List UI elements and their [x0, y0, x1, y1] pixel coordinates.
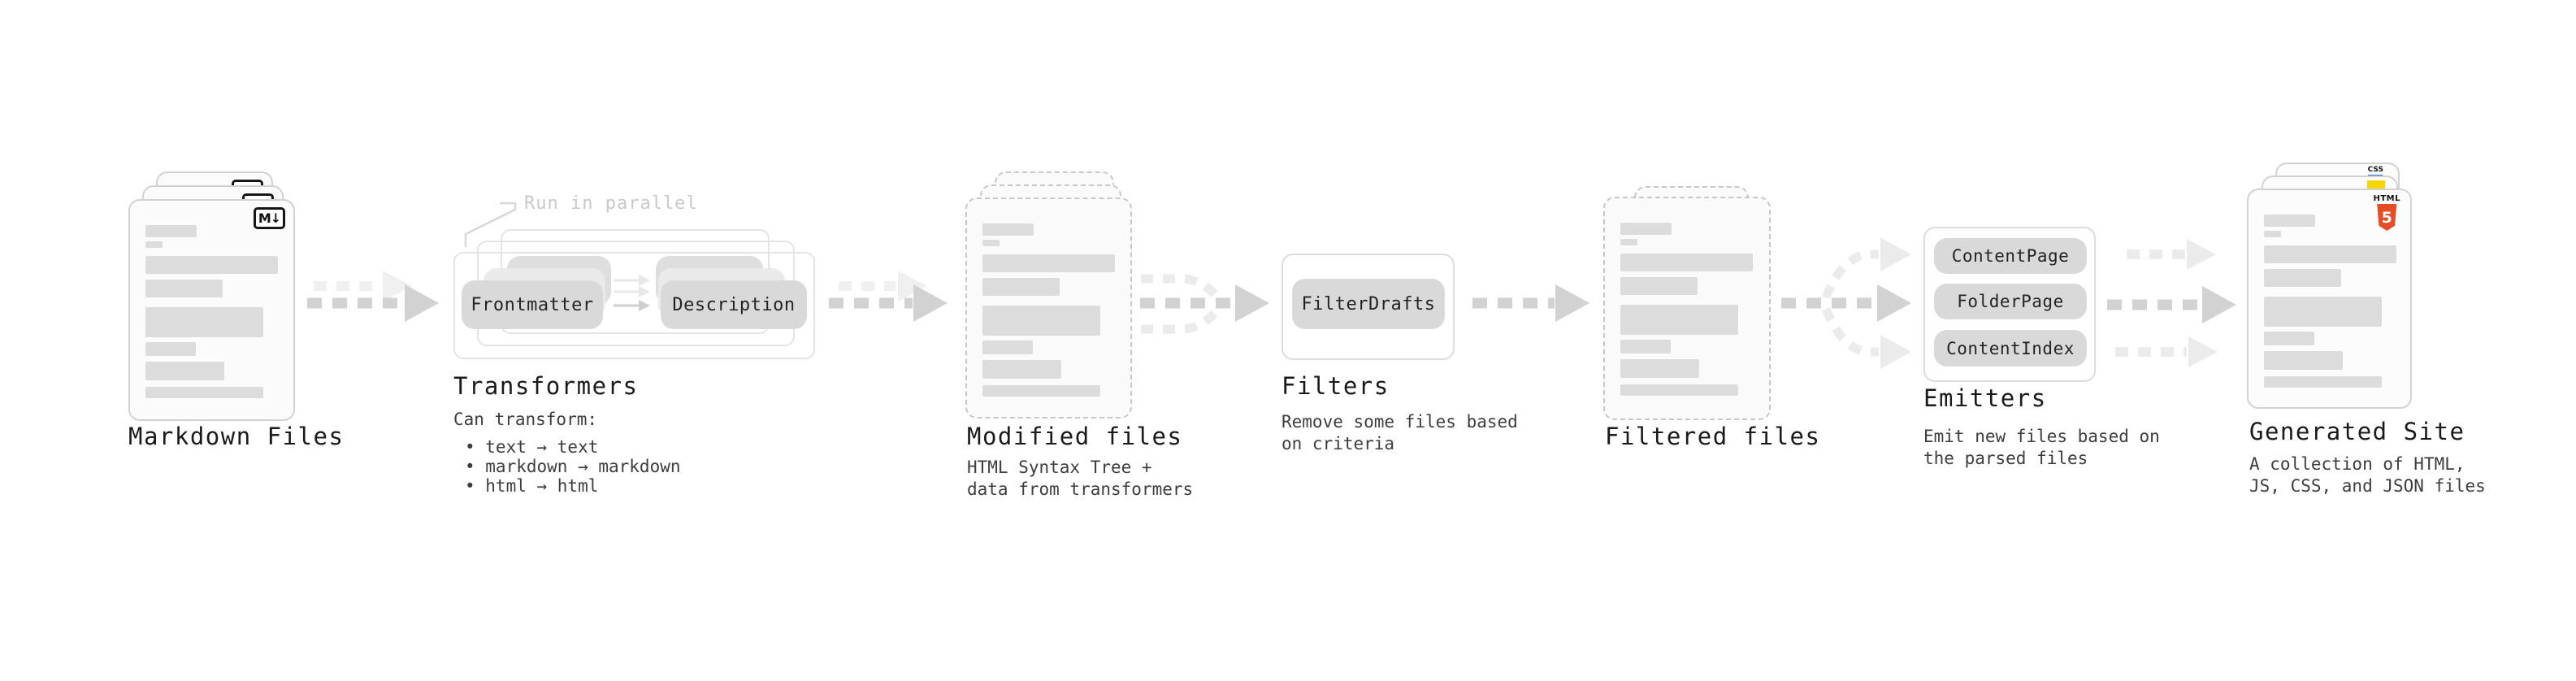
skeleton-text-line	[982, 340, 1033, 354]
filters-description: Remove some files based on criteria	[1281, 412, 1518, 453]
skeleton-text-line	[2264, 351, 2343, 370]
arrow-modified-to-filters-merge	[1140, 274, 1269, 334]
skeleton-text-line	[2264, 332, 2314, 345]
skeleton-text-line	[145, 362, 224, 380]
arrowhead-light	[2188, 336, 2218, 367]
skeleton-text-line	[982, 254, 1115, 272]
skeleton-text-line	[2264, 269, 2341, 287]
filtered-doc-card-front	[1603, 197, 1771, 420]
emitters-label: Emitters	[1923, 384, 2047, 412]
bullet-item: • html → html	[465, 476, 599, 496]
modified-files-label: Modified files	[967, 423, 1183, 450]
arrowhead-light	[2187, 239, 2216, 270]
js-icon	[2367, 180, 2385, 189]
skeleton-text-line	[145, 256, 278, 274]
generated-site-description: A collection of HTML, JS, CSS, and JSON …	[2249, 454, 2486, 496]
arrow-transformers-to-modified	[829, 271, 948, 322]
skeleton-text-line	[982, 240, 1000, 246]
filterdrafts-node: FilterDrafts	[1292, 279, 1445, 329]
arrowhead-light	[898, 271, 927, 301]
modified-files-description: HTML Syntax Tree + data from transformer…	[967, 458, 1194, 499]
skeleton-text-line	[145, 307, 263, 337]
arrow-filtered-to-emitters-fanout	[1781, 237, 1911, 369]
filters-label: Filters	[1281, 372, 1390, 400]
skeleton-text-line	[2264, 231, 2281, 237]
skeleton-text-line	[1620, 239, 1637, 245]
skeleton-text-line	[982, 306, 1100, 336]
arrowhead-dark	[1877, 284, 1911, 322]
skeleton-text-line	[145, 342, 196, 356]
skeleton-text-line	[1620, 359, 1699, 378]
bullet-item: • text → text	[465, 437, 599, 457]
skeleton-text-line	[2264, 245, 2396, 263]
markdown-icon: M↓	[254, 207, 285, 229]
transformer-frame-front	[453, 252, 815, 359]
site-doc-card-front: HTML 5	[2247, 189, 2412, 409]
arrowhead-dark	[2202, 286, 2236, 323]
arrowhead-dark	[405, 284, 439, 322]
markdown-files-label: Markdown Files	[128, 423, 345, 450]
skeleton-text-line	[1620, 254, 1753, 271]
skeleton-text-line	[982, 223, 1034, 236]
skeleton-text-line	[1620, 223, 1672, 235]
skeleton-text-line	[982, 360, 1061, 379]
arrow-filters-to-filtered	[1472, 284, 1589, 322]
arrows-frontmatter-to-description	[614, 275, 650, 311]
skeleton-text-line	[145, 280, 223, 297]
arrowhead-dark	[913, 284, 948, 322]
run-in-parallel-annotation: Run in parallel	[524, 193, 698, 214]
arrowhead-light	[383, 271, 412, 301]
contentpage-node: ContentPage	[1934, 238, 2087, 274]
emitters-description: Emit new files based on the parsed files	[1923, 427, 2160, 468]
skeleton-text-line	[2264, 297, 2382, 327]
skeleton-text-line	[2264, 215, 2315, 227]
transformers-label: Transformers	[453, 372, 639, 400]
contentindex-node: ContentIndex	[1934, 330, 2087, 367]
html5-icon-shield: 5	[2377, 204, 2397, 231]
skeleton-text-line	[145, 387, 263, 398]
skeleton-text-line	[1620, 384, 1738, 396]
skeleton-text-line	[982, 385, 1100, 397]
description-node: Description	[661, 280, 807, 329]
transformers-bullet-list: • text → text • markdown → markdown • ht…	[465, 437, 681, 496]
folderpage-node: FolderPage	[1934, 284, 2087, 319]
bullet-item: • markdown → markdown	[465, 457, 681, 476]
arrowhead-dark	[1235, 284, 1269, 322]
skeleton-text-line	[145, 241, 163, 248]
markdown-doc-card-front: M↓	[128, 199, 295, 421]
filtered-files-label: Filtered files	[1605, 423, 1821, 450]
modified-doc-card-front	[965, 197, 1132, 419]
transformers-description: Can transform:	[453, 410, 598, 429]
frontmatter-node: Frontmatter	[462, 280, 603, 329]
skeleton-text-line	[1620, 277, 1698, 295]
arrowhead-light	[1880, 237, 1911, 271]
skeleton-text-line	[2264, 376, 2382, 388]
skeleton-text-line	[1620, 340, 1671, 354]
html5-icon: HTML 5	[2373, 195, 2400, 231]
skeleton-text-line	[1620, 305, 1738, 335]
skeleton-text-line	[145, 225, 197, 237]
skeleton-text-line	[982, 278, 1060, 296]
arrow-emitters-to-site	[2107, 239, 2236, 367]
arrow-markdown-to-transformers	[307, 271, 439, 322]
generated-site-label: Generated Site	[2249, 418, 2465, 445]
arrowhead-light	[1880, 335, 1911, 369]
run-in-parallel-leader-line	[464, 202, 517, 247]
arrowhead-dark	[1555, 284, 1589, 322]
